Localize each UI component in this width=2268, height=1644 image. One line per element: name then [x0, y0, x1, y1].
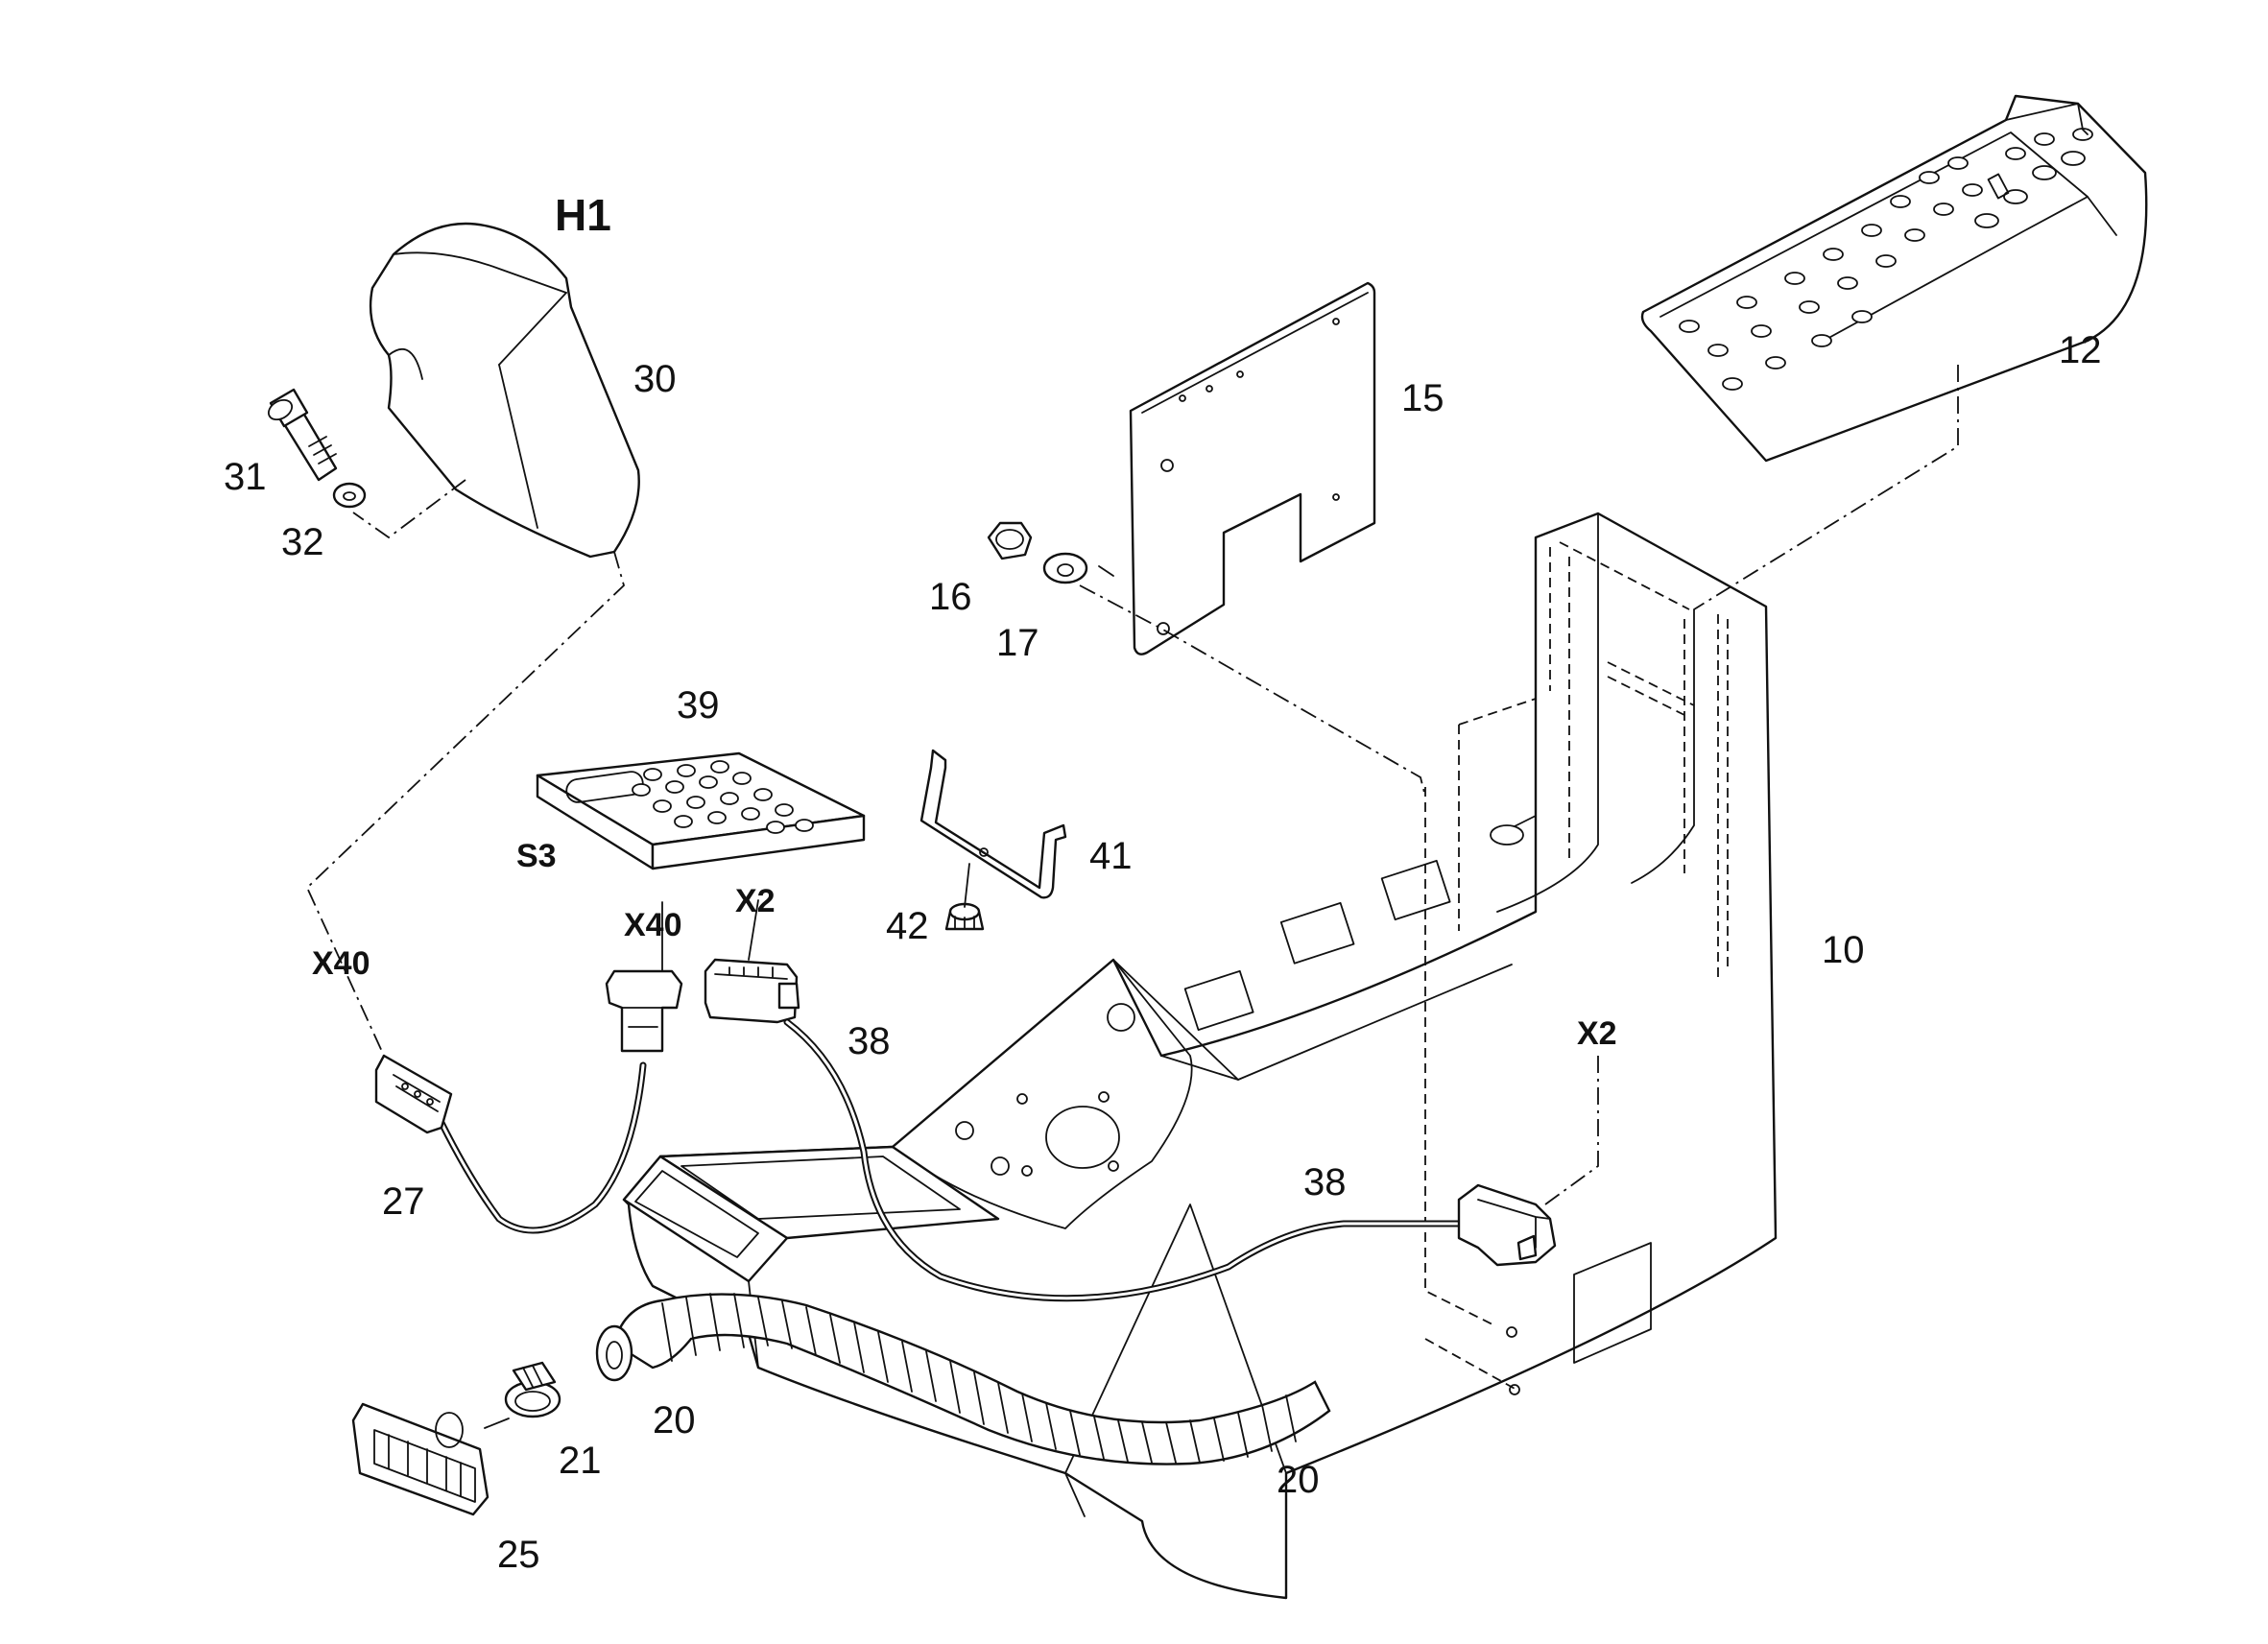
cover-plate-part-12	[1640, 94, 2148, 463]
switch-module-part-39	[536, 751, 866, 870]
callout-21: 21	[559, 1440, 602, 1482]
bracket-part-41	[919, 749, 1067, 899]
cover-plate-holes	[1679, 128, 2093, 391]
switch-module-holes	[632, 760, 814, 834]
callout-31: 31	[224, 456, 267, 498]
callout-41: 41	[1089, 835, 1133, 877]
hose-clamp-part-21	[504, 1361, 561, 1418]
callout-30: 30	[633, 358, 677, 400]
callout-32: 32	[281, 521, 324, 563]
tag-x40-center: X40	[624, 907, 682, 943]
callout-38-right: 38	[1303, 1161, 1347, 1203]
callout-25: 25	[497, 1534, 540, 1576]
mounting-plate-part-15	[1129, 281, 1376, 655]
callout-20-left: 20	[653, 1399, 696, 1441]
designation-tags: H1 S3 X40 X40 X2 X2	[312, 190, 1617, 1052]
cable-harness-part-27	[374, 969, 683, 1234]
callout-39: 39	[677, 684, 720, 727]
tag-x2-right: X2	[1577, 1015, 1617, 1052]
callout-10: 10	[1822, 929, 1865, 971]
callout-17: 17	[996, 622, 1039, 664]
connector-x40-plug	[374, 1054, 453, 1134]
handle-cover-part-30	[369, 222, 640, 559]
console-housing-part-10	[622, 512, 1778, 1600]
callout-12: 12	[2059, 329, 2102, 371]
connector-x2-socket	[1457, 1183, 1557, 1267]
tag-x40-left: X40	[312, 945, 370, 982]
callout-42: 42	[886, 905, 929, 947]
tag-s3: S3	[516, 838, 557, 874]
leader-lines	[305, 365, 1959, 1429]
connector-x40-socket	[605, 969, 683, 1053]
tag-x2-center: X2	[735, 883, 776, 919]
bolt-part-31	[267, 388, 338, 482]
tag-h1: H1	[555, 190, 611, 240]
cable-harness-part-38	[704, 958, 1557, 1302]
callout-15: 15	[1401, 377, 1444, 419]
corrugated-hose-part-20	[595, 1293, 1331, 1465]
washer-part-17	[1042, 552, 1088, 584]
callout-labels: 10 12 15 16 17 20 20 21 25 27 30 31 32 3…	[224, 329, 2102, 1576]
callout-27: 27	[382, 1180, 425, 1223]
callout-38-center: 38	[848, 1020, 891, 1062]
callout-16: 16	[929, 576, 972, 618]
connector-x2-plug	[704, 958, 800, 1024]
knob-part-42	[944, 902, 985, 931]
hose-ribs	[661, 1293, 1297, 1464]
callout-20-right: 20	[1277, 1459, 1320, 1501]
washer-part-32	[332, 482, 367, 509]
vent-grille-part-25	[351, 1402, 489, 1516]
nut-part-16	[987, 521, 1033, 560]
